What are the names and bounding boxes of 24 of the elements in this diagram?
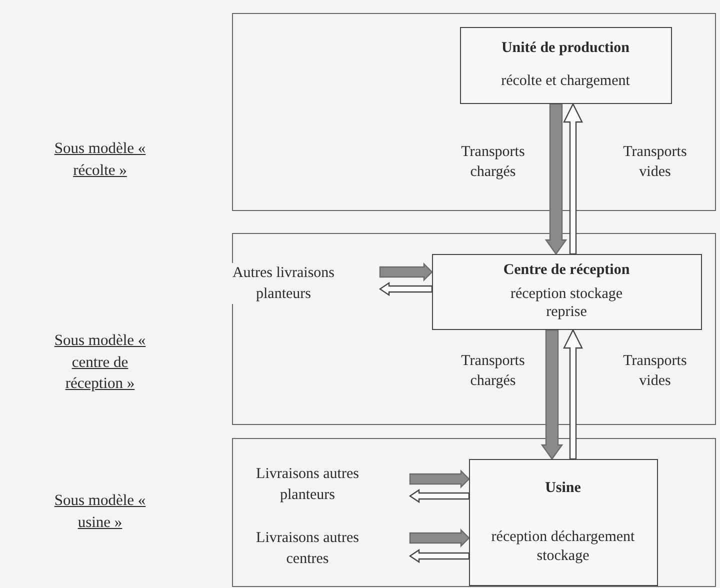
submodel-panel xyxy=(232,438,716,587)
process-box xyxy=(468,458,658,586)
submodel-panel xyxy=(232,13,716,211)
loaded-flow-arrow xyxy=(409,528,470,548)
empty-flow-arrow xyxy=(378,282,433,296)
box-description: réception déchargement stockage xyxy=(490,528,636,566)
empty-flow-arrow xyxy=(408,488,470,504)
loaded-flow-arrow xyxy=(379,262,433,282)
loaded-flow-arrow xyxy=(409,470,470,488)
empty-flow-arrow xyxy=(408,548,470,564)
empty-flow-arrow xyxy=(563,328,583,460)
process-box xyxy=(432,254,702,330)
submodel-title: Sous modèle « centre de réception » xyxy=(53,331,147,394)
loaded-flow-arrow xyxy=(544,103,568,256)
submodel-title: Sous modèle « usine » xyxy=(53,491,147,533)
box-description: réception stockage reprise xyxy=(509,284,624,322)
box-title: Centre de réception xyxy=(502,260,631,280)
process-box xyxy=(460,26,672,104)
box-description: récolte et chargement xyxy=(501,72,630,92)
box-title: Unité de production xyxy=(500,38,631,58)
submodel-title: Sous modèle « récolte » xyxy=(53,139,147,181)
loaded-flow-arrow xyxy=(540,329,564,460)
box-title: Usine xyxy=(544,478,582,498)
empty-flow-arrow xyxy=(563,102,583,255)
